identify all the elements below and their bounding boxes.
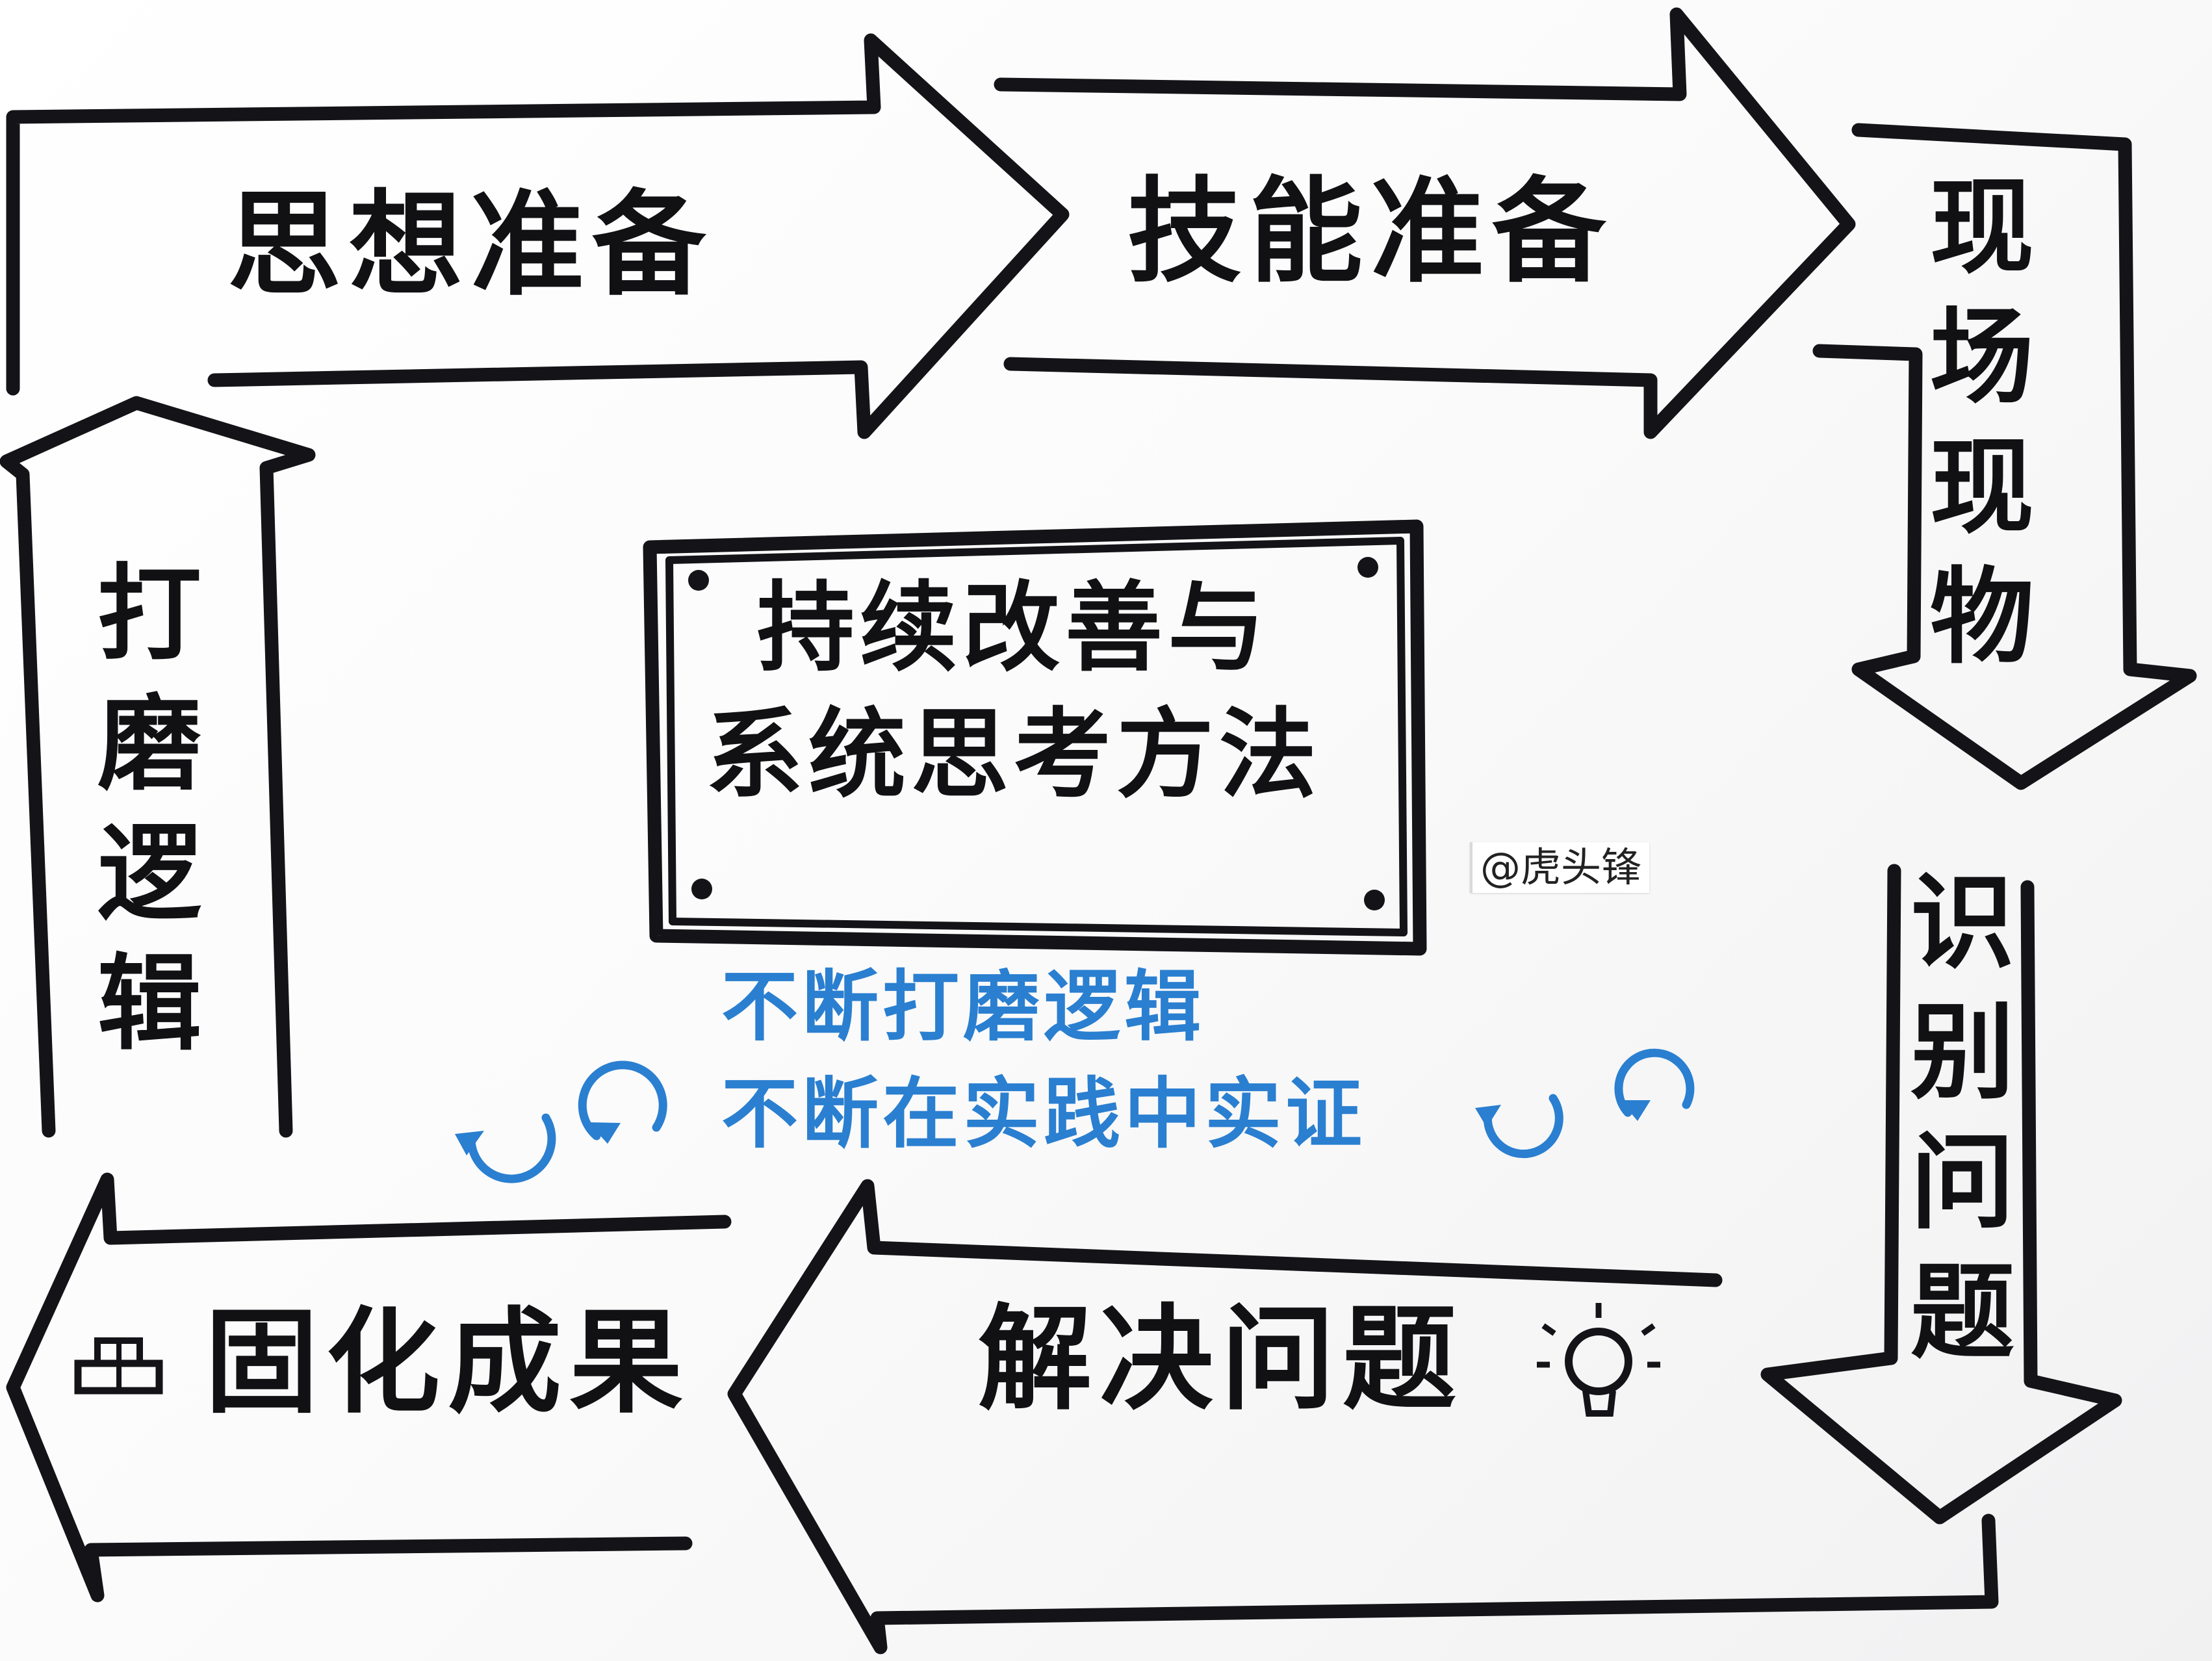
- stage-label-consolidate-results: 固化成果: [205, 1297, 691, 1429]
- board-pin-bl: [691, 879, 712, 899]
- center-box-inner: [665, 537, 1408, 936]
- cycle-arrow-icon: [1475, 1094, 1563, 1159]
- arrow-down-right-bottom: [1760, 864, 2122, 1525]
- arrow-up-left: [0, 396, 316, 1138]
- cycle-arrow-icon: [1614, 1048, 1695, 1121]
- stage-label-gemba: 现场现物: [1929, 166, 2034, 678]
- lightbulb-icon: [1537, 1303, 1660, 1417]
- stage-label-refine-logic: 打磨逻辑: [97, 553, 201, 1064]
- arrow-left-bottom-left: [6, 1172, 732, 1603]
- board-pin-br: [1364, 890, 1385, 910]
- center-title: 持续改善与 系统思考方法: [656, 565, 1371, 819]
- arrow-left-bottom-right: [727, 1179, 1999, 1655]
- arrow-right-top-middle: [994, 7, 1856, 439]
- arrow-down-right-top: [1812, 123, 2197, 790]
- center-box-outer: [643, 519, 1427, 956]
- board-pin-tl: [688, 570, 709, 591]
- stage-label-solve-problem: 解决问题: [978, 1294, 1464, 1426]
- arrow-right-top-left: [6, 33, 1070, 439]
- note-refine-logic: 不断打磨逻辑: [721, 962, 1205, 1051]
- center-title-line1: 持续改善与: [756, 572, 1270, 685]
- stage-label-thinking-prep: 思想准备: [227, 179, 714, 311]
- stage-label-identify-problem: 识别问题: [1910, 862, 2014, 1373]
- stage-label-skill-prep: 技能准备: [1127, 166, 1614, 298]
- note-verify-in-practice: 不断在实践中实证: [721, 1069, 1367, 1159]
- board-pin-tr: [1357, 557, 1378, 578]
- cycle-arrow-icon: [455, 1113, 556, 1183]
- center-title-line2: 系统思考方法: [705, 699, 1322, 812]
- watermark: @虎头锋: [1470, 842, 1650, 893]
- cycle-arrow-icon: [578, 1061, 667, 1144]
- trophy-icon: [74, 1337, 163, 1395]
